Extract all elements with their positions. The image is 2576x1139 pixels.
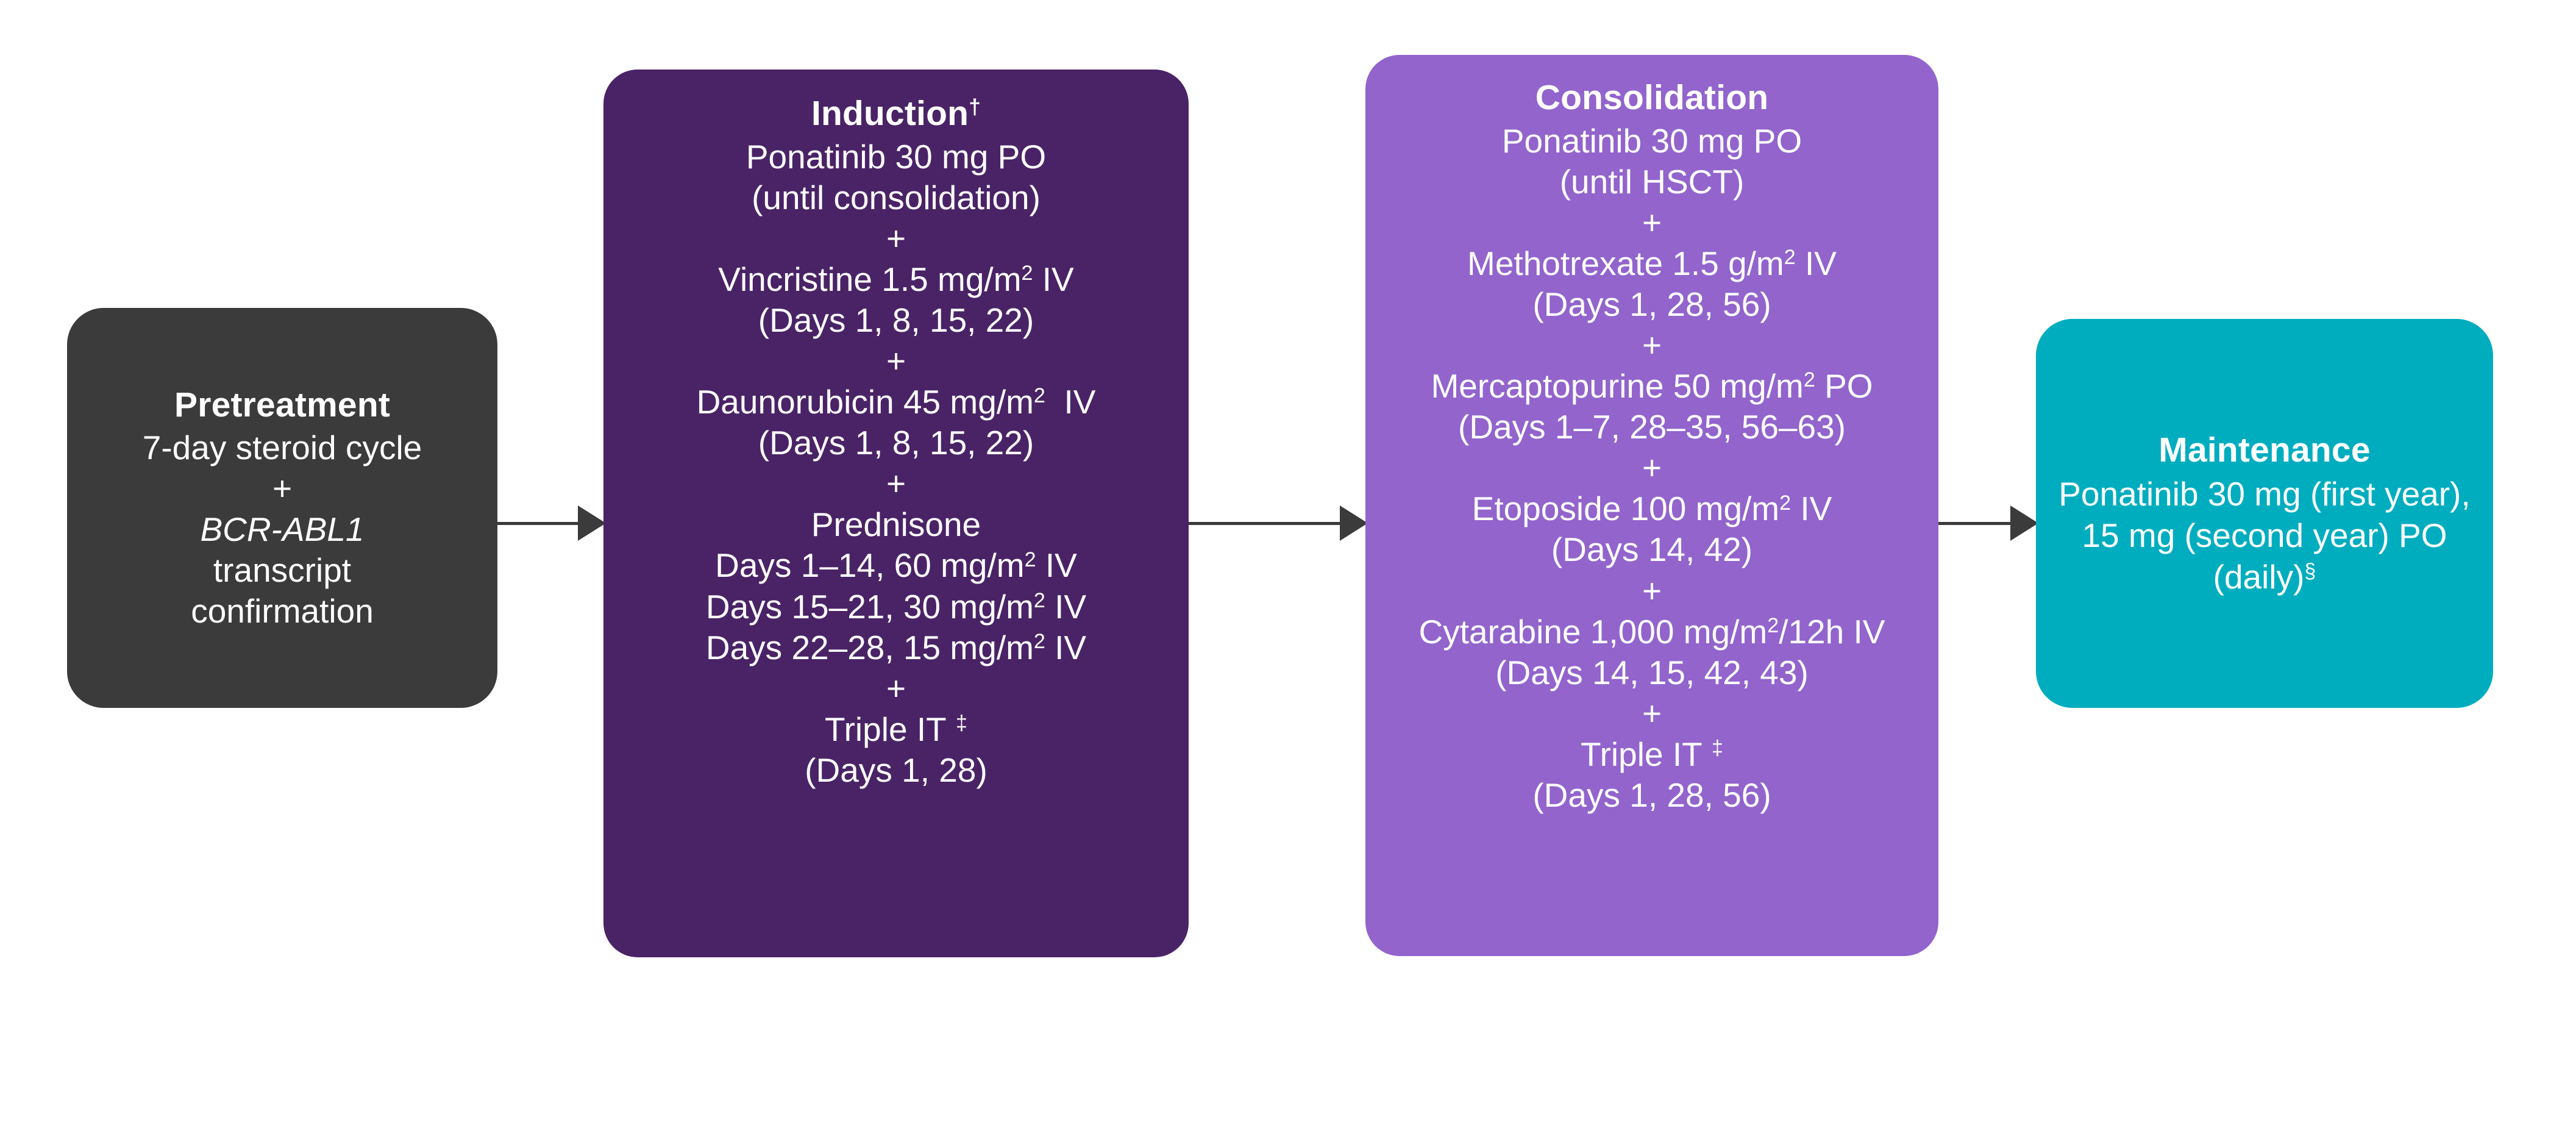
arrow-consolidation-to-maintenance <box>1938 505 2038 541</box>
pred-1-exp: 2 <box>1024 548 1036 571</box>
pred-3-exp: 2 <box>1033 629 1045 653</box>
pred-2-exp: 2 <box>1033 588 1045 612</box>
induction-prednisone-sched-1: Days 1–14, 60 mg/m2 IV <box>715 545 1077 586</box>
etoposide-route: IV <box>1800 490 1832 528</box>
arrow-head-icon <box>1340 505 1368 541</box>
vincristine-route: IV <box>1042 260 1074 298</box>
node-pretreatment-gene: BCR-ABL1 <box>200 510 365 549</box>
induction-ponatinib-note: (until consolidation) <box>752 178 1041 216</box>
mercaptopurine-exp: 2 <box>1803 368 1815 392</box>
node-pretreatment-line-3: transcript <box>213 551 352 590</box>
node-maintenance-daily: (daily)§ <box>2213 556 2316 598</box>
methotrexate-route: IV <box>1805 244 1837 282</box>
consolidation-methotrexate-days: (Days 1, 28, 56) <box>1532 285 1771 323</box>
arrow-head-icon <box>578 505 606 541</box>
pred-3-days: Days 22–28, 15 mg/m <box>705 628 1034 666</box>
mercaptopurine-route: PO <box>1824 367 1873 405</box>
arrow-shaft <box>1938 521 2011 525</box>
consolidation-plus-3: + <box>1642 449 1662 487</box>
pred-1-days: Days 1–14, 60 mg/m <box>715 546 1025 585</box>
methotrexate-exp: 2 <box>1784 246 1796 270</box>
double-dagger-marker: ‡ <box>1711 737 1723 760</box>
induction-plus-2: + <box>886 342 906 380</box>
daunorubicin-name: Daunorubicin <box>696 383 894 421</box>
consolidation-cytarabine: Cytarabine 1,000 mg/m2/12h IV <box>1419 612 1885 652</box>
node-pretreatment-plus-1: + <box>272 470 293 508</box>
arrow-induction-to-consolidation <box>1189 505 1368 541</box>
induction-ponatinib-dose: Ponatinib 30 mg PO <box>745 137 1047 176</box>
induction-vincristine-days: (Days 1, 8, 15, 22) <box>758 301 1034 339</box>
maintenance-daily-text: (daily) <box>2213 558 2305 596</box>
consolidation-triple-it: Triple IT ‡ <box>1581 734 1723 775</box>
etoposide-exp: 2 <box>1779 491 1791 515</box>
induction-prednisone-name: Prednisone <box>811 505 981 544</box>
induction-prednisone-sched-2: Days 15–21, 30 mg/m2 IV <box>706 587 1086 627</box>
induction-plus-4: + <box>886 669 906 707</box>
cytarabine-route: /12h IV <box>1779 612 1885 651</box>
node-pretreatment-line-1: 7-day steroid cycle <box>142 429 422 467</box>
daunorubicin-dose: 45 mg/m <box>903 383 1034 421</box>
node-consolidation: Consolidation Ponatinib 30 mg PO (until … <box>1365 55 1938 956</box>
induction-triple-it: Triple IT ‡ <box>825 709 967 750</box>
pred-1-route: IV <box>1045 546 1077 585</box>
methotrexate-dose: 1.5 g/m <box>1672 244 1784 282</box>
consolidation-plus-2: + <box>1642 326 1662 364</box>
cytarabine-name: Cytarabine <box>1418 612 1581 651</box>
consolidation-methotrexate: Methotrexate 1.5 g/m2 IV <box>1467 243 1837 284</box>
etoposide-name: Etoposide <box>1471 490 1621 528</box>
cytarabine-exp: 2 <box>1767 613 1779 637</box>
induction-plus-1: + <box>886 219 906 257</box>
consolidation-mercaptopurine-days: (Days 1–7, 28–35, 56–63) <box>1458 408 1846 446</box>
dagger-marker: † <box>969 95 981 119</box>
induction-plus-3: + <box>886 465 906 503</box>
consolidation-ponatinib-note: (until HSCT) <box>1559 162 1745 201</box>
cytarabine-dose: 1,000 mg/m <box>1590 612 1768 651</box>
arrow-shaft <box>497 521 578 525</box>
double-dagger-marker: ‡ <box>955 712 967 735</box>
consolidation-ponatinib-dose: Ponatinib 30 mg PO <box>1501 121 1802 160</box>
methotrexate-name: Methotrexate <box>1467 244 1663 282</box>
section-marker: § <box>2304 559 2316 583</box>
triple-it-label: Triple IT <box>1581 735 1703 773</box>
consolidation-plus-1: + <box>1642 203 1662 241</box>
node-maintenance-body: Ponatinib 30 mg (first year), 15 mg (sec… <box>2058 475 2471 555</box>
induction-prednisone-sched-3: Days 22–28, 15 mg/m2 IV <box>706 627 1086 668</box>
triple-it-label: Triple IT <box>825 710 947 748</box>
arrow-pretreatment-to-induction <box>497 505 606 541</box>
etoposide-dose: 100 mg/m <box>1630 490 1780 528</box>
node-pretreatment-line-4: confirmation <box>191 592 374 630</box>
pred-3-route: IV <box>1055 628 1087 666</box>
consolidation-etoposide-days: (Days 14, 42) <box>1551 530 1753 569</box>
arrow-head-icon <box>2010 505 2038 541</box>
daunorubicin-exp: 2 <box>1033 384 1045 408</box>
node-pretreatment-title: Pretreatment <box>174 385 391 424</box>
node-maintenance: Maintenance Ponatinib 30 mg (first year)… <box>2036 319 2493 708</box>
consolidation-mercaptopurine: Mercaptopurine 50 mg/m2 PO <box>1431 366 1873 407</box>
node-induction-title: Induction† <box>811 93 981 135</box>
node-pretreatment: Pretreatment 7-day steroid cycle + BCR-A… <box>67 308 497 708</box>
vincristine-exp: 2 <box>1021 262 1033 285</box>
mercaptopurine-name: Mercaptopurine <box>1431 367 1664 405</box>
consolidation-triple-it-days: (Days 1, 28, 56) <box>1532 776 1771 815</box>
induction-daunorubicin-days: (Days 1, 8, 15, 22) <box>758 424 1034 462</box>
mercaptopurine-dose: 50 mg/m <box>1673 367 1804 405</box>
induction-triple-it-days: (Days 1, 28) <box>805 751 987 789</box>
induction-daunorubicin: Daunorubicin 45 mg/m2 IV <box>697 382 1096 423</box>
pred-2-days: Days 15–21, 30 mg/m <box>705 587 1034 626</box>
vincristine-dose: 1.5 mg/m <box>881 260 1022 298</box>
consolidation-etoposide: Etoposide 100 mg/m2 IV <box>1472 488 1832 529</box>
node-maintenance-title: Maintenance <box>2158 430 2371 470</box>
node-induction-title-text: Induction <box>811 94 969 133</box>
node-consolidation-title: Consolidation <box>1535 78 1769 117</box>
pred-2-route: IV <box>1055 587 1087 626</box>
vincristine-name: Vincristine <box>718 260 872 298</box>
daunorubicin-route: IV <box>1064 383 1096 421</box>
consolidation-plus-5: + <box>1642 694 1662 732</box>
node-induction: Induction† Ponatinib 30 mg PO (until con… <box>603 70 1189 957</box>
induction-vincristine: Vincristine 1.5 mg/m2 IV <box>718 259 1073 300</box>
consolidation-plus-4: + <box>1642 571 1662 610</box>
arrow-shaft <box>1189 521 1340 525</box>
consolidation-cytarabine-days: (Days 14, 15, 42, 43) <box>1495 653 1809 691</box>
